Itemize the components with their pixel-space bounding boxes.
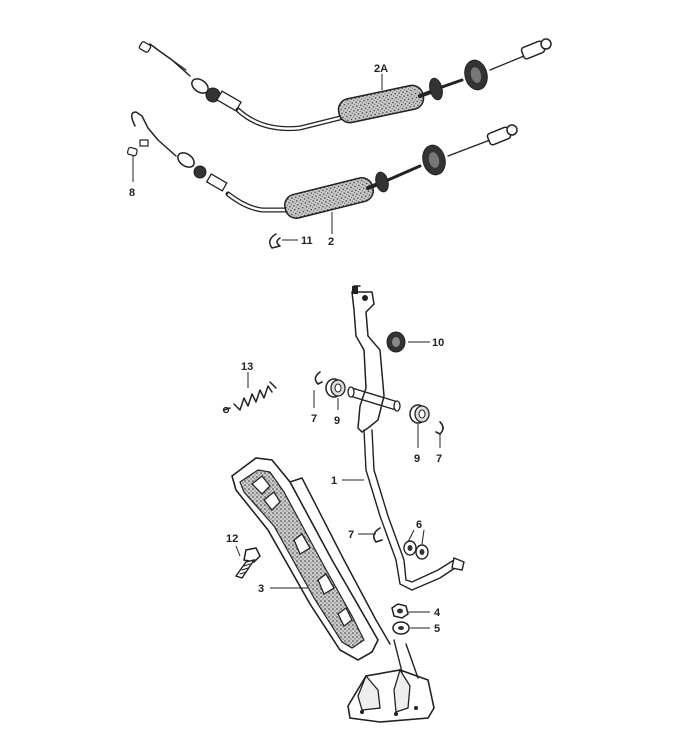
pedal-plate-3: [231, 457, 391, 661]
pedal-lever: [351, 285, 465, 591]
bolt-12: [234, 547, 261, 579]
callout-13: 13: [241, 361, 253, 373]
pedal-base: [347, 639, 435, 723]
cable-2: [126, 111, 518, 219]
callout-2a: 2A: [374, 63, 388, 75]
callout-9-right: 9: [414, 453, 420, 465]
callout-9-left: 9: [334, 415, 340, 427]
callout-5: 5: [434, 623, 440, 635]
clip-7-left: [314, 371, 323, 385]
callout-6: 6: [416, 519, 422, 531]
callouts: 2A 8 11 2 10 13 7 9 9 7 1 7 6 12 3 4 5: [129, 63, 444, 635]
clip-11: [269, 233, 281, 249]
bushing-9-left: [325, 378, 346, 398]
callout-3: 3: [258, 583, 264, 595]
cable-2a-end-left: [145, 43, 191, 77]
callout-12: 12: [226, 533, 238, 545]
bushing-10: [386, 331, 406, 353]
cable-2-end-left: [131, 111, 177, 157]
spring-13: [222, 381, 277, 414]
callout-11: 11: [301, 235, 313, 247]
callout-4: 4: [434, 607, 441, 619]
nut-4: [391, 603, 409, 619]
callout-8: 8: [129, 187, 135, 199]
leader-lines: [132, 74, 441, 629]
callout-7-right: 7: [436, 453, 442, 465]
pivot-shaft: [347, 386, 401, 412]
cable-2-sleeve: [284, 177, 374, 219]
bushings-6: [403, 540, 429, 560]
callout-1: 1: [331, 475, 337, 487]
callout-7-lower: 7: [348, 529, 354, 541]
clip-7-lower: [372, 527, 383, 543]
cable-2a: [138, 38, 552, 132]
callout-7-left: 7: [311, 413, 317, 425]
callout-2: 2: [328, 236, 334, 248]
washer-5: [392, 621, 410, 635]
callout-10: 10: [432, 337, 444, 349]
clip-7-right: [435, 421, 444, 435]
bushing-9-right: [409, 404, 430, 424]
cable-2a-sleeve: [337, 84, 425, 124]
